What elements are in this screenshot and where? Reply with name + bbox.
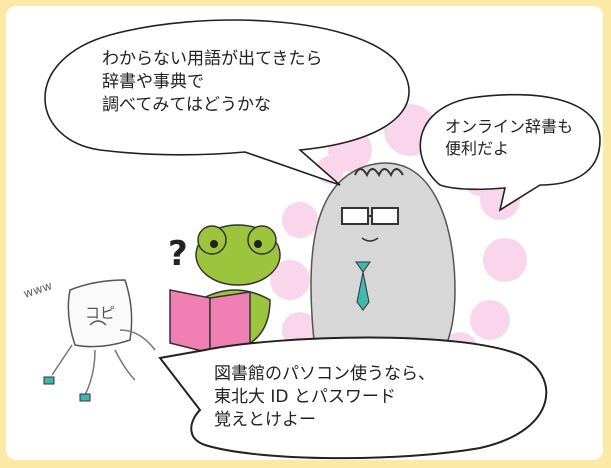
speech-bubble-bottom <box>158 336 548 460</box>
frog-character <box>169 224 281 354</box>
speech-bubble-top-right <box>419 93 601 212</box>
question-mark: ? <box>168 234 188 274</box>
speech-bubble-top-left <box>44 19 410 186</box>
laugh-sound: www <box>22 278 55 300</box>
paper-character <box>43 279 156 402</box>
bubble-text-top-left: わからない用語が出てきたら 辞書や事典で 調べてみてはどうかな <box>102 49 323 115</box>
ghost-character <box>310 162 456 356</box>
bubble-text-top-right: オンライン辞書も 便利だよ <box>445 117 574 158</box>
paper-face-text: コピ <box>85 304 115 322</box>
bubble-text-bottom: 図書館のパソコン使うなら、 東北大 ID とパスワード 覚えとけよー <box>214 364 435 430</box>
